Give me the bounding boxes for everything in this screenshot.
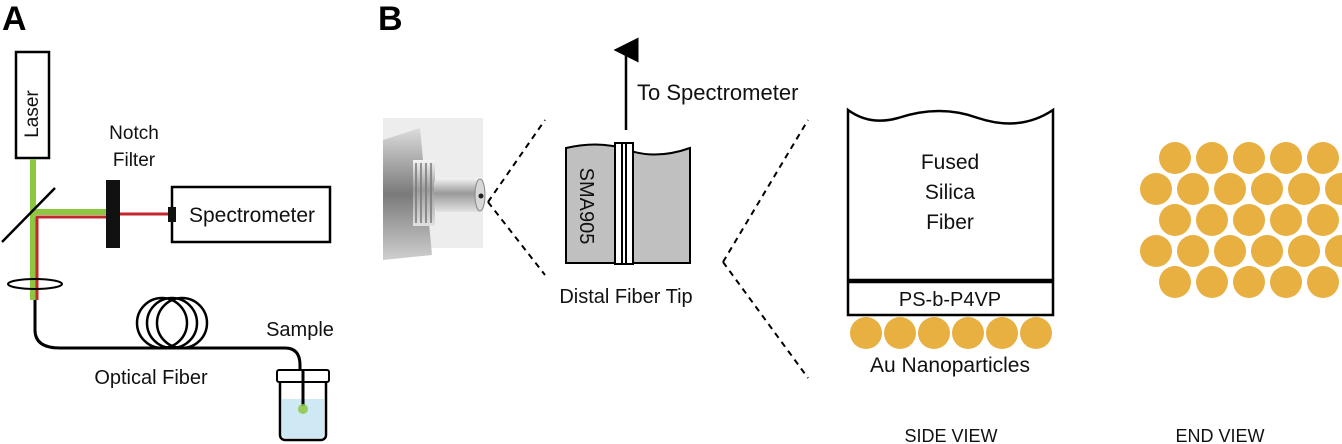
nanoparticle (1196, 266, 1228, 298)
nanoparticle (1214, 235, 1246, 267)
zoom-line-lower-1 (487, 201, 546, 276)
polymer-layer: PS-b-P4VP (846, 280, 1055, 317)
nanoparticle (918, 317, 950, 349)
sma-connector-photo (383, 118, 486, 260)
notch-filter-label-1: Notch (109, 123, 159, 144)
nanoparticle (884, 317, 916, 349)
nanoparticle (1307, 204, 1339, 236)
to-spectrometer-label: To Spectrometer (637, 80, 798, 105)
nanoparticle (1270, 266, 1302, 298)
polymer-layer-label: PS-b-P4VP (899, 289, 1001, 311)
lens (7, 278, 63, 290)
nanoparticle (1307, 266, 1339, 298)
nanoparticle (1214, 173, 1246, 205)
dichroic-mirror (1, 187, 56, 243)
nanoparticle (1159, 142, 1191, 174)
fiber-label-1: Fused (921, 151, 979, 174)
nanoparticle (1177, 173, 1209, 205)
nanoparticle (1177, 235, 1209, 267)
nanoparticle (1307, 142, 1339, 174)
spectrometer-box: Spectrometer (168, 185, 332, 244)
fiber-label-3: Fiber (926, 211, 974, 234)
nanoparticle (1325, 173, 1342, 205)
distal-fiber-tip-label: Distal Fiber Tip (559, 286, 692, 308)
zoom-line-upper-2 (722, 119, 809, 263)
notch-filter-label-2: Filter (113, 150, 156, 171)
fiber-label-2: Silica (925, 181, 976, 204)
nanoparticle (1288, 173, 1320, 205)
nanoparticle (1233, 204, 1265, 236)
nanoparticle (1140, 173, 1172, 205)
sample-label: Sample (266, 319, 334, 341)
end-view-label: END VIEW (1175, 426, 1264, 444)
fiber-coil-2 (145, 296, 199, 350)
nanoparticle (1288, 235, 1320, 267)
nanoparticle (1140, 235, 1172, 267)
nanoparticle (1196, 142, 1228, 174)
nanoparticle (1196, 204, 1228, 236)
nanoparticle (1159, 204, 1191, 236)
nanoparticle (1270, 142, 1302, 174)
nanoparticle (1233, 266, 1265, 298)
panel-label-a: A (2, 0, 27, 38)
sample-vial (276, 369, 330, 442)
nanoparticle (850, 317, 882, 349)
nanoparticle (1270, 204, 1302, 236)
nanoparticles-label: Au Nanoparticles (870, 354, 1030, 377)
zoom-line-upper-1 (487, 119, 546, 203)
laser-box: Laser (14, 50, 51, 160)
nanoparticle (1251, 235, 1283, 267)
fiber-coil-3 (155, 296, 209, 350)
side-view-fiber: Fused Silica Fiber (846, 107, 1055, 282)
nanoparticle (1020, 317, 1052, 349)
nanoparticle (1251, 173, 1283, 205)
end-view-nanoparticles (1140, 142, 1342, 298)
side-view-nanoparticles (850, 317, 1052, 349)
panel-label-b: B (378, 0, 403, 38)
fiber-coil-1 (135, 296, 189, 350)
connector-label: SMA905 (575, 168, 597, 245)
nanoparticle (952, 317, 984, 349)
side-view-label: SIDE VIEW (904, 426, 997, 444)
nanoparticle (1233, 142, 1265, 174)
spectrometer-label: Spectrometer (189, 204, 315, 227)
optical-fiber-label: Optical Fiber (94, 367, 208, 389)
notch-filter (106, 180, 120, 248)
distal-fiber-tip: SMA905 (565, 142, 691, 265)
zoom-line-lower-2 (722, 261, 809, 379)
laser-label: Laser (22, 90, 43, 138)
nanoparticle (986, 317, 1018, 349)
nanoparticle (1325, 235, 1342, 267)
nanoparticle (1159, 266, 1191, 298)
